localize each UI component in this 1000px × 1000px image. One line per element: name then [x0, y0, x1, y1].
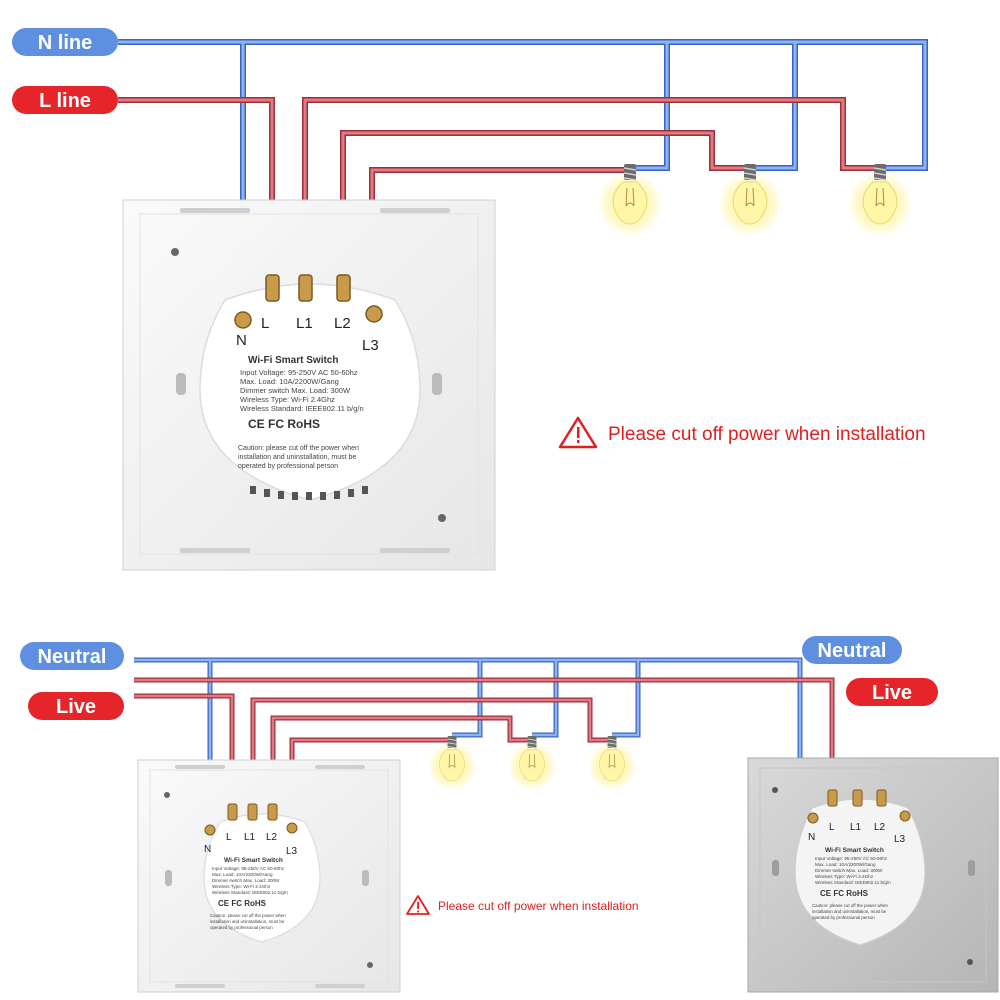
top-terminal-l2: L2 [334, 315, 351, 332]
bottom-warning-text: Please cut off power when installation [438, 899, 639, 913]
l-line-tag-text: L line [39, 90, 91, 112]
live-tag-left-text: Live [56, 696, 96, 718]
n-line-tag-text: N line [38, 32, 92, 54]
neutral-tag-right: Neutral [802, 636, 902, 664]
br-label-spec-3: Dimmer switch Max. Load: 300W [815, 868, 883, 873]
bottom-right-switch-plate [747, 757, 999, 993]
bl-terminal-l1: L1 [244, 832, 256, 843]
br-terminal-l2: L2 [874, 822, 886, 833]
neutral-tag-left-text: Neutral [38, 646, 107, 668]
live-tag-right: Live [846, 678, 938, 706]
top-label-spec-3: Dimmer switch Max. Load: 300W [240, 386, 351, 395]
top-label-spec-1: Input Voltage: 95-250V AC 50-60hz [240, 368, 358, 377]
top-live-wires [118, 97, 878, 310]
bottom-bulb-1 [427, 735, 477, 791]
br-label-marks: CE FC RoHS [820, 889, 869, 898]
bottom-right-terminal-labels: N L L1 L2 L3 [808, 822, 906, 845]
top-label-spec-2: Max. Load: 10A/2200W/Gang [240, 377, 339, 386]
bl-label-spec-1: Input Voltage: 95-250V AC 50-60hz [212, 866, 285, 871]
bottom-right-module-label: Wi-Fi Smart Switch Input Voltage: 95-250… [812, 847, 891, 920]
top-terminal-l: L [261, 315, 269, 332]
bl-label-title: Wi-Fi Smart Switch [224, 857, 283, 864]
top-label-caution-3: operated by professional person [238, 463, 338, 470]
top-label-title: Wi-Fi Smart Switch [248, 355, 338, 366]
br-label-title: Wi-Fi Smart Switch [825, 847, 884, 854]
top-label-marks: CE FC RoHS [248, 417, 320, 431]
bottom-left-terminal-labels: N L L1 L2 L3 [204, 832, 298, 857]
br-terminal-l1: L1 [850, 822, 862, 833]
br-terminal-l3: L3 [894, 834, 906, 845]
br-terminal-n: N [808, 832, 815, 843]
br-label-spec-2: Max. Load: 10A/2200W/Gang [815, 862, 876, 867]
bottom-warning: Please cut off power when installation [406, 895, 639, 915]
bl-label-spec-2: Max. Load: 10A/2200W/Gang [212, 872, 273, 877]
top-terminal-labels: N L L1 L2 L3 [236, 315, 379, 354]
top-warning-text: Please cut off power when installation [608, 424, 926, 445]
br-terminal-l: L [829, 822, 835, 833]
bottom-left-module-label: Wi-Fi Smart Switch Input Voltage: 95-250… [210, 857, 288, 930]
l-line-tag: L line [12, 86, 118, 114]
br-label-spec-5: Wireless Standard: IEEE802.11 b/g/n [815, 880, 891, 885]
n-line-tag: N line [12, 28, 118, 56]
bl-label-marks: CE FC RoHS [218, 899, 267, 908]
bl-terminal-l: L [226, 832, 232, 843]
br-label-caution-1: Caution: please cut off the power when [812, 903, 888, 908]
bl-label-spec-5: Wireless Standard: IEEE802.11 b/g/n [212, 890, 288, 895]
bl-label-caution-3: operated by professional person [210, 925, 273, 930]
br-label-spec-4: Wireless Type: Wi-Fi 2.4Ghz [815, 874, 874, 879]
bottom-left-switch-plate [137, 759, 401, 993]
warning-icon [558, 416, 598, 449]
top-module-label: Wi-Fi Smart Switch Input Voltage: 95-250… [238, 355, 364, 470]
bl-label-caution-2: installation and uninstallation, must be [210, 919, 285, 924]
top-label-spec-5: Wireless Standard: IEEE802.11 b/g/n [240, 404, 364, 413]
bottom-bulb-3 [587, 735, 637, 791]
neutral-tag-left: Neutral [20, 642, 124, 670]
br-label-caution-2: installation and uninstallation, must be [812, 909, 887, 914]
top-warning: Please cut off power when installation [558, 416, 926, 449]
bl-label-spec-4: Wireless Type: Wi-Fi 2.4Ghz [212, 884, 271, 889]
top-bulb-1 [597, 163, 663, 237]
bl-label-spec-3: Dimmer switch Max. Load: 300W [212, 878, 280, 883]
live-tag-right-text: Live [872, 682, 912, 704]
top-label-spec-4: Wireless Type: Wi-Fi 2.4Ghz [240, 395, 335, 404]
live-tag-left: Live [28, 692, 124, 720]
top-bulb-3 [847, 163, 913, 237]
top-terminal-l3: L3 [362, 337, 379, 354]
neutral-tag-right-text: Neutral [818, 640, 887, 662]
bl-terminal-n: N [204, 844, 211, 855]
top-terminal-l1: L1 [296, 315, 313, 332]
bottom-bulb-2 [507, 735, 557, 791]
top-bulb-2 [717, 163, 783, 237]
warning-icon [406, 895, 430, 915]
top-label-caution-2: installation and uninstallation, must be [238, 454, 356, 461]
top-terminal-n: N [236, 332, 247, 349]
br-label-caution-3: operated by professional person [812, 915, 875, 920]
bl-label-caution-1: Caution: please cut off the power when [210, 913, 286, 918]
br-label-spec-1: Input Voltage: 95-250V AC 50-60hz [815, 856, 888, 861]
top-label-caution-1: Caution: please cut off the power when [238, 445, 359, 452]
bl-terminal-l2: L2 [266, 832, 278, 843]
bl-terminal-l3: L3 [286, 846, 298, 857]
top-switch-plate [122, 199, 496, 571]
